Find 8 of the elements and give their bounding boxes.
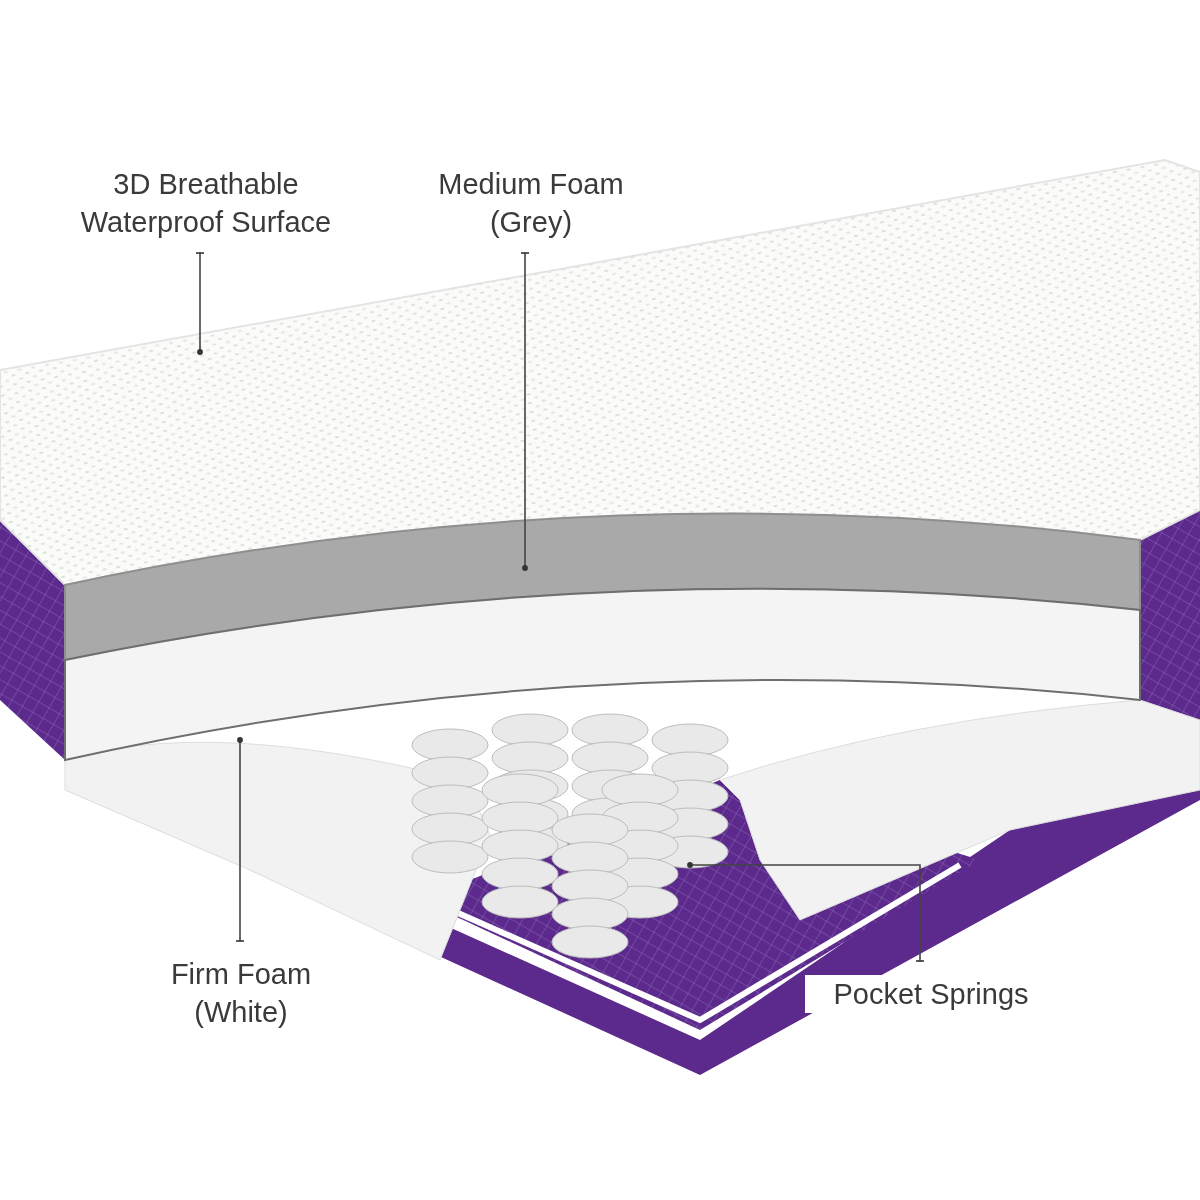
pocket-spring-drawing [411, 713, 729, 959]
foam-layer [64, 587, 1141, 761]
foam-layer [64, 512, 1141, 661]
leader-line [520, 252, 530, 571]
leader-line [235, 737, 245, 942]
leader-line [195, 252, 205, 355]
mattress-top-surface [0, 159, 1200, 586]
leader-line [687, 862, 925, 962]
